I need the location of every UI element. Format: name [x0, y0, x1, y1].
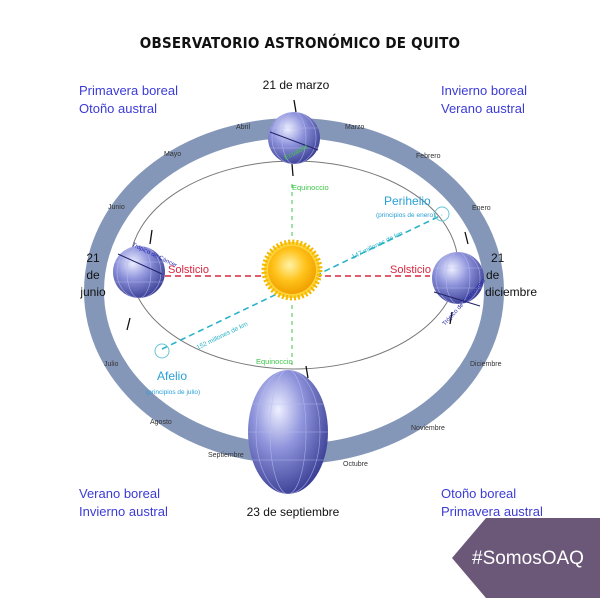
distance-far-label: 152 millones de km: [196, 321, 249, 352]
distance-near-label: 147 millones de km: [351, 230, 404, 261]
season-line: Invierno austral: [79, 504, 168, 519]
month-label: Mayo: [164, 151, 181, 158]
month-label: Abril: [236, 124, 250, 131]
season-line: Primavera boreal: [79, 83, 178, 98]
date-december-month: diciembre: [485, 285, 537, 299]
equinox-label-bottom: Equinoccio: [256, 357, 293, 366]
date-march: 21 de marzo: [263, 78, 330, 92]
month-label: Marzo: [345, 124, 365, 131]
aphelion-marker: [154, 343, 170, 359]
month-label: Enero: [472, 205, 491, 212]
month-label: Octubre: [343, 461, 368, 468]
month-label: Julio: [104, 361, 119, 368]
earth-june: [113, 229, 165, 331]
season-line: Otoño boreal: [441, 486, 517, 501]
season-line: Verano boreal: [79, 486, 160, 501]
season-line: Invierno boreal: [441, 83, 527, 98]
sun: [261, 239, 323, 301]
earth-december: [432, 231, 484, 325]
date-september: 23 de septiembre: [247, 505, 340, 519]
hashtag-badge: [452, 518, 600, 598]
solstice-label-left: Solsticio: [168, 264, 209, 276]
month-label: Junio: [108, 204, 125, 211]
aphelion-note: (principios de julio): [146, 389, 200, 396]
earth-september: [248, 365, 328, 494]
perihelion-marker: [434, 206, 450, 222]
date-june-day: 21: [86, 251, 100, 265]
month-label: Noviembre: [411, 425, 445, 432]
equinox-label-top: Equinoccio: [292, 183, 329, 192]
season-line: Otoño austral: [79, 101, 158, 116]
month-label: Agosto: [150, 419, 172, 426]
earth-march: [268, 99, 320, 177]
date-december-day: 21: [491, 251, 505, 265]
page-title: OBSERVATORIO ASTRONÓMICO DE QUITO: [139, 34, 461, 52]
season-line: Primavera austral: [441, 504, 543, 519]
season-bottom-left: Verano boreal Invierno austral: [79, 485, 168, 521]
perihelion-label: Perihelio: [384, 194, 431, 208]
month-label: Septiembre: [208, 452, 244, 459]
month-label: Febrero: [416, 153, 441, 160]
aphelion-label: Afelio: [157, 369, 187, 383]
solstice-label-right: Solsticio: [390, 264, 431, 276]
date-december-de: de: [486, 268, 500, 282]
hashtag-text: #SomosOAQ: [472, 548, 584, 569]
season-top-left: Primavera boreal Otoño austral: [79, 82, 178, 118]
date-june-month: junio: [79, 285, 106, 299]
season-line: Verano austral: [441, 101, 525, 116]
season-bottom-right: Otoño boreal Primavera austral: [441, 485, 543, 521]
perihelion-note: (principios de enero): [376, 212, 435, 219]
month-label: Diciembre: [470, 361, 502, 368]
date-june-de: de: [86, 268, 100, 282]
season-top-right: Invierno boreal Verano austral: [441, 82, 527, 118]
